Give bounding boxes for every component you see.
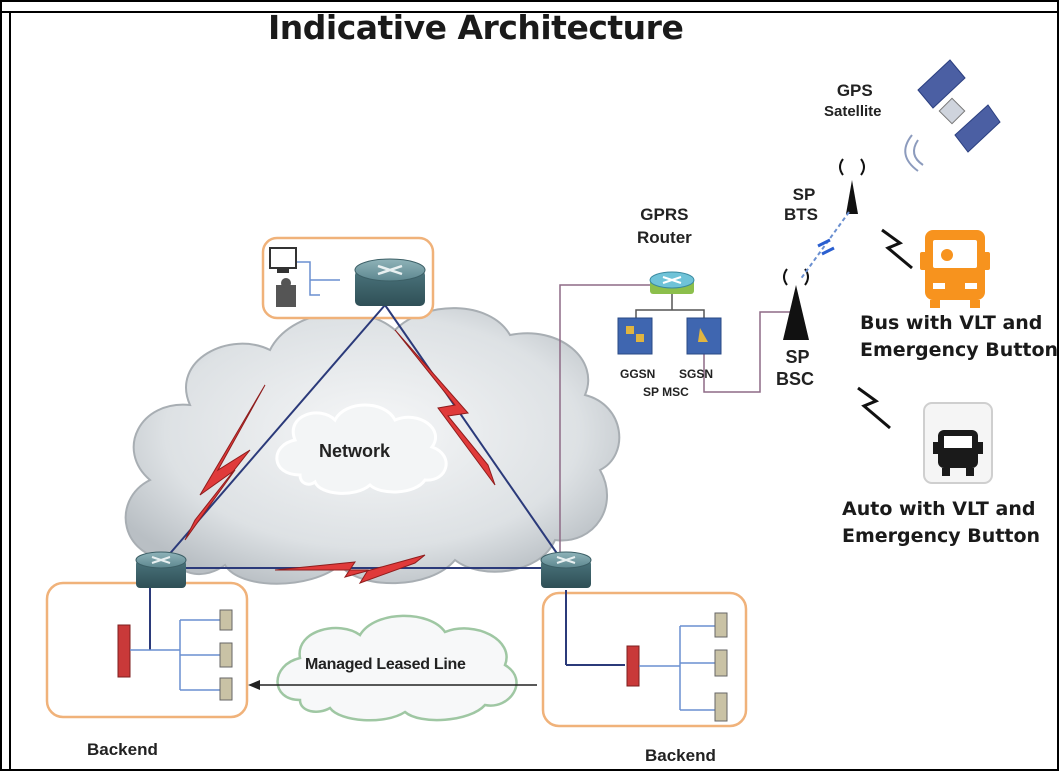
server-icon [219,642,233,668]
server-icon [714,692,728,722]
sp-msc-label: SP MSC [643,385,689,399]
server-icon [714,612,728,638]
right-backend-internals [626,612,728,722]
signal-auto-icon [857,386,891,430]
gprs-router-label-line1: GPRS [640,205,689,224]
sp-bsc-tower-icon [783,268,809,340]
page-title: Indicative Architecture [268,8,684,47]
router-right [540,551,592,588]
router-left [135,551,187,588]
bus-icon [920,230,990,308]
sp-bsc-label-line2: BSC [776,369,815,389]
backend-right-label: Backend [645,746,716,765]
managed-leased-line-label: Managed Leased Line [305,656,466,673]
monitor-icon [269,247,297,269]
sp-bts-label-line2: BTS [784,205,818,224]
sp-bsc-label: SP BSC [776,346,814,390]
lightning-bolts [184,329,496,584]
server-icon [219,609,233,631]
user-icon [276,285,296,307]
gprs-router-label: GPRS Router [637,203,692,249]
network-label: Network [319,441,391,461]
auto-caption-line1: Auto with VLT and [842,498,1036,520]
router-top [354,258,426,306]
gps-label: GPS Satellite [824,80,882,122]
backend-left-label: Backend [87,740,158,759]
sp-bts-label: SP BTS [784,185,818,225]
sgsn-label: SGSN [679,367,714,381]
gps-satellite-icon [904,59,1001,172]
sp-bts-label-line1: SP [792,185,816,204]
bus-caption-line1: Bus with VLT and [860,312,1043,334]
sp-bts-tower-icon [839,158,865,214]
bus-caption-line2: Emergency Button [860,339,1059,361]
gprs-links [559,284,800,568]
server-icon [219,677,233,701]
gprs-router-label-line2: Router [637,228,692,247]
bus-caption: Bus with VLT and Emergency Button [860,310,1058,364]
microwave-link-icon [817,238,835,256]
firewall-icon [626,645,640,687]
sp-bsc-label-line1: SP [785,347,810,367]
ggsn-icon [617,317,653,355]
gps-label-line2: Satellite [824,103,882,120]
left-backend-internals [117,609,233,701]
ggsn-label: GGSN [620,367,656,381]
auto-caption: Auto with VLT and Emergency Button [842,496,1040,550]
firewall-icon [117,624,131,678]
server-icon [714,649,728,677]
network-links [149,304,625,666]
network-cloud [124,307,621,585]
leased-line-cloud [276,614,518,722]
auto-icon [923,402,993,484]
gps-label-line1: GPS [836,81,873,100]
gprs-router-icon [635,271,705,318]
inner-cloud [275,403,448,495]
signal-bus-icon [881,228,913,270]
auto-caption-line2: Emergency Button [842,525,1041,547]
